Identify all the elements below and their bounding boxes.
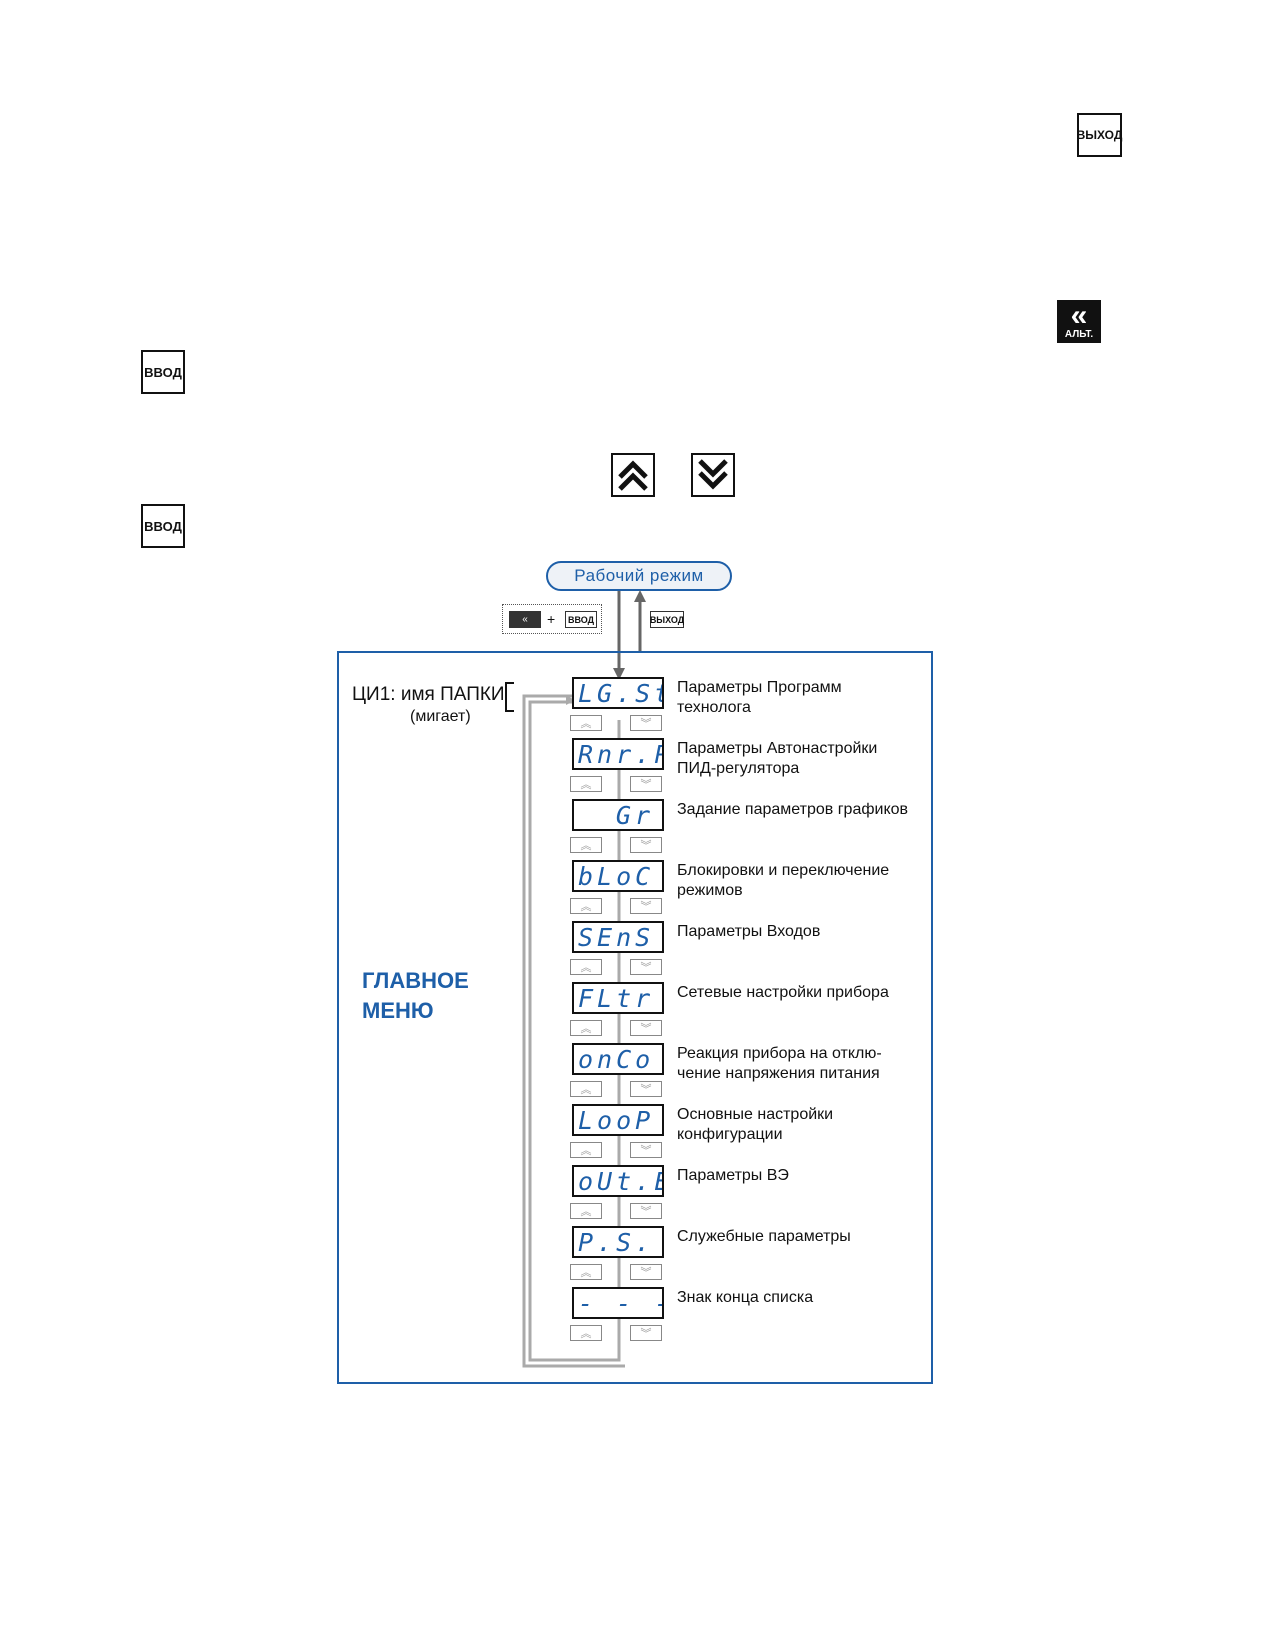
- menu-item-code: Gr: [572, 799, 664, 831]
- main-menu-frame: [337, 651, 933, 1384]
- up-mini-icon: ︽: [570, 837, 602, 853]
- alt-key-label: АЛЬТ.: [1064, 329, 1094, 340]
- main-menu-title-1: ГЛАВНОЕ: [362, 968, 469, 993]
- menu-item-desc: Блокировки и переключение режимов: [677, 862, 890, 899]
- menu-item-desc: Реакция прибора на отклю-чение напряжени…: [677, 1045, 882, 1082]
- work-mode-label: Рабочий режим: [574, 566, 704, 585]
- down-mini-icon: ︾: [630, 959, 662, 975]
- menu-item-desc: Задание параметров графиков: [677, 801, 909, 818]
- double-chevron-left-icon: «: [1070, 299, 1088, 332]
- menu-item-desc: Параметры Автонастройки ПИД-регулятора: [677, 740, 878, 777]
- up-key[interactable]: [611, 453, 655, 497]
- menu-item-code: onCo: [572, 1043, 664, 1075]
- up-mini-icon: ︽: [570, 1020, 602, 1036]
- double-chevron-up-icon: [618, 460, 648, 491]
- enter-key-2[interactable]: ВВОД: [141, 504, 185, 548]
- enter-key-label: ВВОД: [144, 364, 182, 380]
- enter-key-label: ВВОД: [144, 518, 182, 534]
- enter-mini-label: ВВОД: [567, 614, 595, 625]
- menu-item-desc: Служебные параметры: [677, 1228, 851, 1245]
- menu-item-desc: Параметры Входов: [677, 923, 821, 940]
- up-mini-icon: ︽: [570, 1081, 602, 1097]
- down-mini-icon: ︾: [630, 1203, 662, 1219]
- combo-plus: +: [547, 611, 556, 627]
- down-mini-icon: ︾: [630, 1142, 662, 1158]
- menu-item-desc: Параметры Программ технолога: [677, 679, 842, 716]
- display-bracket: [505, 682, 514, 712]
- down-mini-icon: ︾: [630, 776, 662, 792]
- up-mini-icon: ︽: [570, 959, 602, 975]
- up-mini-icon: ︽: [570, 776, 602, 792]
- down-mini-icon: ︾: [630, 715, 662, 731]
- menu-item-desc: Сетевые настройки прибора: [677, 984, 889, 1001]
- exit-mini-label: ВЫХОД: [649, 614, 685, 625]
- down-mini-icon: ︾: [630, 1325, 662, 1341]
- down-mini-icon: ︾: [630, 1081, 662, 1097]
- up-mini-icon: ︽: [570, 1142, 602, 1158]
- down-mini-icon: ︾: [630, 1264, 662, 1280]
- up-mini-icon: ︽: [570, 1325, 602, 1341]
- down-mini-icon: ︾: [630, 837, 662, 853]
- down-mini-icon: ︾: [630, 898, 662, 914]
- menu-item-code: LG.St: [572, 677, 664, 709]
- menu-item-code: Rnr.P: [572, 738, 664, 770]
- exit-key-label: ВЫХОД: [1076, 128, 1123, 142]
- menu-item-desc: Параметры ВЭ: [677, 1167, 789, 1184]
- enter-key-1[interactable]: ВВОД: [141, 350, 185, 394]
- menu-item-code: LooP: [572, 1104, 664, 1136]
- exit-mini-key: ВЫХОД: [650, 611, 684, 628]
- up-mini-icon: ︽: [570, 1203, 602, 1219]
- menu-item-code: P.S.: [572, 1226, 664, 1258]
- main-menu-title-2: МЕНЮ: [362, 998, 434, 1023]
- menu-item-code: bLoC: [572, 860, 664, 892]
- alt-mini-key: «: [509, 611, 541, 628]
- menu-item-code: SEnS: [572, 921, 664, 953]
- up-mini-icon: ︽: [570, 715, 602, 731]
- work-mode-pill: Рабочий режим: [546, 561, 732, 591]
- down-key[interactable]: [691, 453, 735, 497]
- menu-item-desc: Основные настройки конфигурации: [677, 1106, 834, 1143]
- menu-item-code: oUt.E: [572, 1165, 664, 1197]
- menu-item-desc: Знак конца списка: [677, 1289, 814, 1306]
- down-mini-icon: ︾: [630, 1020, 662, 1036]
- double-chevron-down-icon: [698, 459, 728, 490]
- menu-item-code: FLtr: [572, 982, 664, 1014]
- display-label: ЦИ1: имя ПАПКИ: [352, 684, 505, 705]
- up-mini-icon: ︽: [570, 1264, 602, 1280]
- alt-key[interactable]: « АЛЬТ.: [1057, 300, 1101, 343]
- exit-key[interactable]: ВЫХОД: [1077, 113, 1122, 157]
- display-note: (мигает): [410, 708, 471, 725]
- up-mini-icon: ︽: [570, 898, 602, 914]
- menu-item-code: - - - -: [572, 1287, 664, 1319]
- enter-mini-key: ВВОД: [565, 611, 597, 628]
- alt-enter-combo: « + ВВОД: [502, 604, 602, 634]
